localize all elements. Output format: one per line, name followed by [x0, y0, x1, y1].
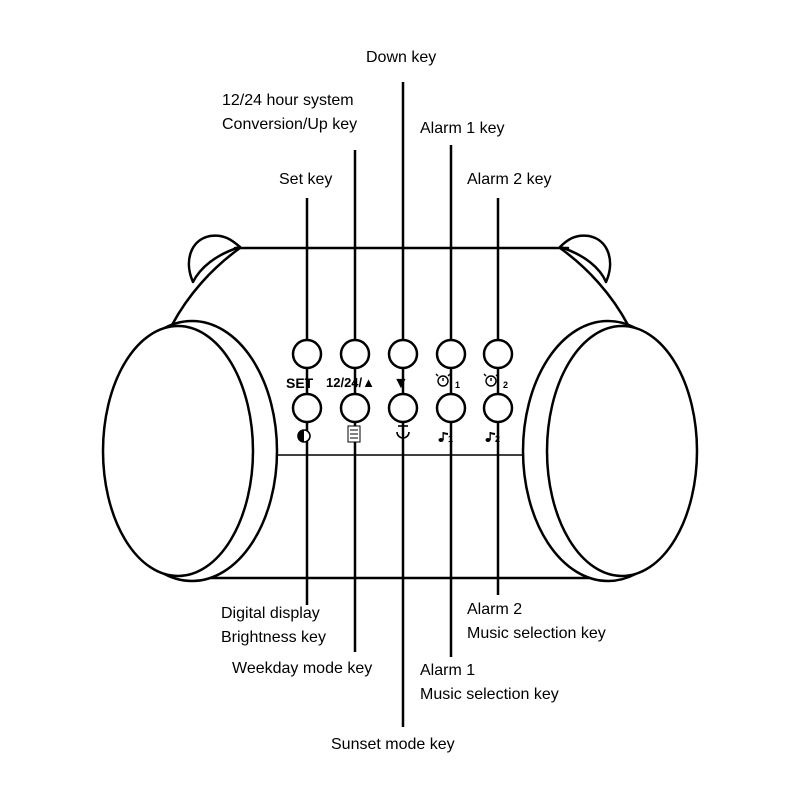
callout-down-key: Down key [366, 49, 437, 66]
set-label: SET [286, 375, 314, 391]
svg-text:2: 2 [495, 434, 500, 444]
alarm1-music-button[interactable] [435, 392, 467, 424]
callout-weekday-key: Weekday mode key [232, 660, 373, 677]
sunset-button[interactable] [387, 392, 419, 424]
alarm-clock-icon [483, 373, 499, 387]
sunset-icon [396, 424, 410, 439]
music-note-icon: 2 [485, 432, 500, 444]
callout-set-key: Set key [279, 171, 333, 188]
callout-alarm2-music: Alarm 2 Music selection key [467, 601, 606, 642]
svg-text:1: 1 [448, 434, 453, 444]
body-left-shoulder [170, 246, 242, 327]
right-ear [558, 234, 612, 284]
callout-alarm1-music: Alarm 1 Music selection key [420, 662, 559, 703]
hour-up-label: 12/24/▲ [326, 375, 375, 390]
callout-up-key: 12/24 hour system Conversion/Up key [222, 92, 358, 133]
weekday-button[interactable] [339, 392, 371, 424]
up-button[interactable] [339, 338, 371, 370]
down-button[interactable] [387, 338, 419, 370]
alarm2-subscript: 2 [503, 380, 508, 390]
callout-brightness-key: Digital display Brightness key [221, 605, 326, 646]
body-right-shoulder [558, 246, 630, 327]
alarm2-music-button[interactable] [482, 392, 514, 424]
callout-alarm2-key: Alarm 2 key [467, 171, 552, 188]
callout-alarm1-key: Alarm 1 key [420, 120, 505, 137]
brightness-button[interactable] [291, 392, 323, 424]
alarm-clock-icon [435, 373, 451, 387]
music-note-icon: 1 [438, 432, 453, 444]
alarm2-button[interactable] [482, 338, 514, 370]
alarm1-subscript: 1 [455, 380, 460, 390]
right-speaker [521, 319, 699, 583]
left-ear [187, 234, 242, 284]
set-button[interactable] [291, 338, 323, 370]
alarm1-button[interactable] [435, 338, 467, 370]
weekday-icon [347, 425, 361, 443]
down-symbol: ▼ [393, 375, 409, 392]
callout-sunset-key: Sunset mode key [331, 736, 455, 753]
brightness-icon [297, 429, 311, 443]
left-speaker [101, 319, 279, 583]
